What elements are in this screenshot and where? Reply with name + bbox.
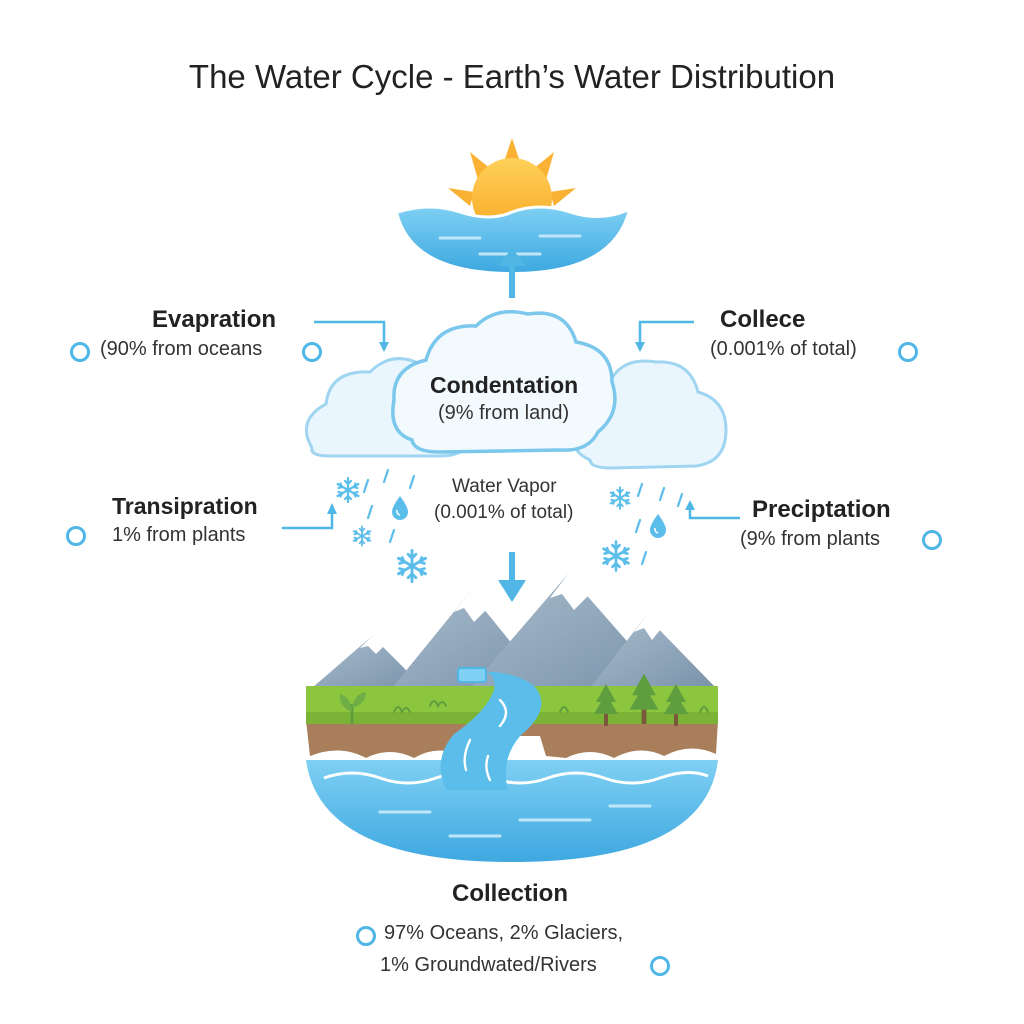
evaporation-arrow xyxy=(314,320,389,352)
ring-icon xyxy=(66,526,86,546)
ring-icon xyxy=(70,342,90,362)
ring-icon xyxy=(898,342,918,362)
snowflake-icon xyxy=(609,486,631,510)
snowflake-icon xyxy=(352,525,372,547)
precipitation-right xyxy=(602,482,684,572)
collection-line-1: 97% Oceans, 2% Glaciers, xyxy=(384,922,623,944)
mountain-icon xyxy=(312,574,716,688)
evaporation-detail: (90% from oceans xyxy=(100,338,263,360)
snowflake-icon xyxy=(602,540,630,572)
collece-detail: (0.001% of total) xyxy=(710,338,857,360)
transpiration-arrow xyxy=(282,503,337,530)
plant-icon xyxy=(339,692,366,724)
raindrop-icon xyxy=(649,513,667,539)
ring-icon xyxy=(356,926,376,946)
collection-label: Collection xyxy=(452,880,569,907)
collece-arrow xyxy=(635,320,694,352)
precipitation-label: Preciptation xyxy=(752,496,891,523)
precipitation-left xyxy=(336,468,427,584)
water-vapor-label: Water Vapor xyxy=(452,476,557,497)
precipitation-arrow xyxy=(685,500,740,520)
water-vapor-detail: (0.001% of total) xyxy=(434,502,574,523)
page-title: The Water Cycle - Earth’s Water Distribu… xyxy=(188,58,836,95)
transpiration-label: Transipration xyxy=(112,493,258,519)
ring-icon xyxy=(922,530,942,550)
raindrop-icon xyxy=(391,495,409,521)
down-arrow xyxy=(498,552,526,602)
collection-line-2: 1% Groundwated/Rivers xyxy=(380,954,597,976)
transpiration-detail: 1% from plants xyxy=(112,524,246,546)
up-arrow xyxy=(498,248,526,298)
condensation-detail: (9% from land) xyxy=(438,402,570,424)
land-bowl xyxy=(306,667,718,862)
collece-label: Collece xyxy=(720,306,806,333)
snowflake-icon xyxy=(397,548,427,584)
snowflake-icon xyxy=(336,476,360,504)
ring-icon xyxy=(650,956,670,976)
evaporation-label: Evapration xyxy=(152,306,277,333)
condensation-label: Condentation xyxy=(430,372,579,398)
cloud-icon-center xyxy=(391,310,617,454)
precipitation-detail: (9% from plants xyxy=(740,528,881,550)
ring-icon xyxy=(302,342,322,362)
